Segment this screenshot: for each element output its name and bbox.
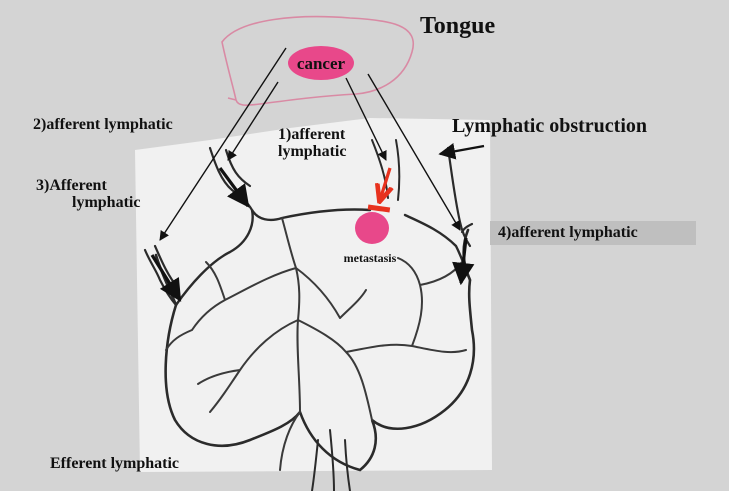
- afferent-1-line1: 1)afferent: [278, 127, 346, 144]
- lymphatic-obstruction-label: Lymphatic obstruction: [452, 116, 647, 137]
- afferent-lymphatic-2-label: 2)afferent lymphatic: [33, 117, 173, 134]
- cancer-label: cancer: [297, 54, 346, 73]
- paper-sheet: [135, 118, 492, 472]
- metastasis-node: [355, 212, 389, 244]
- afferent-lymphatic-3-label: 3)Afferent lymphatic: [36, 178, 140, 212]
- efferent-lymphatic-label: Efferent lymphatic: [50, 456, 179, 473]
- afferent-3-line1: 3)Afferent: [36, 178, 140, 195]
- diagram-title: Tongue: [420, 14, 495, 39]
- metastasis-label: metastasis: [344, 251, 397, 265]
- afferent-lymphatic-4-label: 4)afferent lymphatic: [490, 221, 696, 245]
- afferent-lymphatic-1-label: 1)afferent lymphatic: [278, 127, 346, 161]
- afferent-1-line2: lymphatic: [278, 144, 346, 161]
- afferent-3-line2: lymphatic: [36, 195, 140, 212]
